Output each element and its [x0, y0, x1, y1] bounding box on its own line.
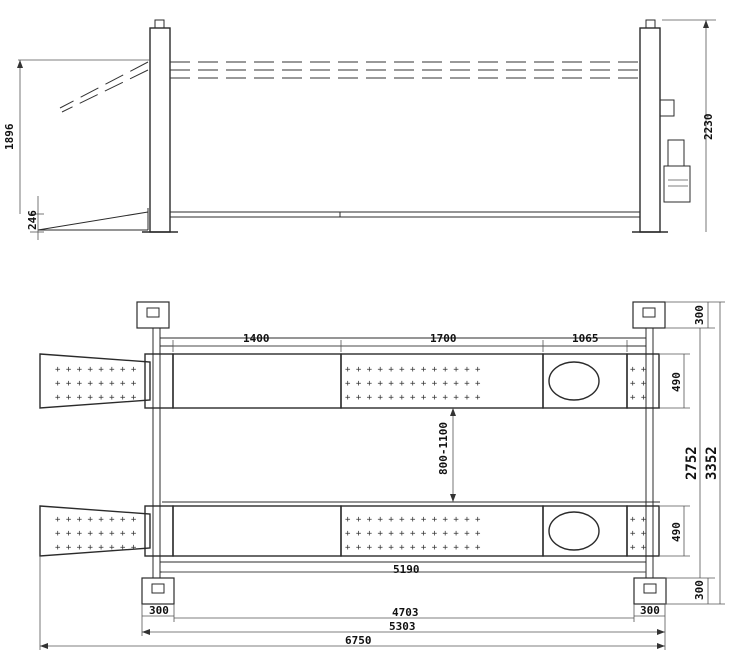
dim-runway-gap: 800-1100 — [437, 408, 456, 502]
dim-label-5303: 5303 — [389, 620, 416, 633]
left-post-cap — [154, 19, 165, 29]
right-post-cap — [645, 19, 656, 29]
dim-label-5190: 5190 — [393, 563, 420, 576]
dim-label-300-top: 300 — [693, 305, 706, 325]
svg-text:+ + + + + + + +: + + + + + + + + — [55, 529, 137, 539]
dim-lengths-bottom: 5190 300 300 4703 5303 6750 — [39, 556, 666, 650]
svg-text:+ +: + + — [630, 515, 647, 525]
dim-label-490-top: 490 — [670, 372, 683, 392]
dim-label-2230: 2230 — [702, 114, 715, 141]
dim-label-2752: 2752 — [684, 446, 700, 480]
svg-text:+ +: + + — [630, 379, 647, 389]
svg-text:+ + + + + + + +: + + + + + + + + — [55, 393, 137, 403]
dim-sections-top: 1400 1700 1065 — [172, 332, 628, 352]
anti-slip-pattern: + + + + + + + + + + + + + + + + + + + + … — [55, 365, 647, 553]
post-base-top-left — [136, 301, 170, 329]
dim-label-246: 246 — [26, 210, 39, 230]
svg-text:+ + + + + + + + + +: + + + + + + + + + + + + + — [345, 543, 481, 553]
lowered-runway — [37, 208, 640, 231]
right-post — [639, 27, 661, 233]
post-base-bottom-right — [633, 577, 667, 605]
dim-total-height: 2230 — [662, 19, 716, 232]
dim-label-300-right: 300 — [640, 604, 660, 617]
svg-text:+ + + + + + + +: + + + + + + + + — [55, 543, 137, 553]
svg-text:+ +: + + — [630, 543, 647, 553]
dim-label-800-1100: 800-1100 — [437, 422, 450, 475]
dim-runway-widths: 490 490 — [660, 353, 690, 557]
dim-overall-widths: 300 300 2752 3352 — [665, 301, 725, 605]
turnplate-lower — [548, 511, 600, 551]
svg-text:+ + + + + + + + + +: + + + + + + + + + + + + + — [345, 515, 481, 525]
dim-label-4703: 4703 — [392, 606, 419, 619]
svg-text:+ + + + + + + +: + + + + + + + + — [55, 365, 137, 375]
runway-upper-section-a — [172, 353, 342, 409]
svg-text:+ +: + + — [630, 529, 647, 539]
dim-label-1065: 1065 — [572, 332, 599, 345]
svg-text:+ +: + + — [630, 365, 647, 375]
ramp-upper — [39, 353, 151, 409]
svg-text:+ +: + + — [630, 393, 647, 403]
svg-text:+ + + + + + + + + +: + + + + + + + + + + + + + — [345, 365, 481, 375]
raised-runway-outline — [59, 61, 640, 113]
post-base-bottom-left — [141, 577, 175, 605]
dim-label-3352: 3352 — [704, 446, 720, 480]
runway-lower-section-a — [172, 505, 342, 557]
runway-lower — [39, 501, 660, 557]
dim-low-height: 246 — [26, 196, 44, 240]
left-post — [149, 27, 171, 233]
svg-text:+ + + + + + + + + +: + + + + + + + + + + + + + — [345, 379, 481, 389]
power-unit — [659, 99, 691, 203]
turnplate-upper — [548, 361, 600, 401]
ramp-lower — [39, 505, 151, 557]
svg-text:+ + + + + + + +: + + + + + + + + — [55, 379, 137, 389]
top-view: + + + + + + + + + + + + + + + + + + + + … — [39, 301, 725, 650]
dim-label-1400: 1400 — [243, 332, 270, 345]
runway-upper-turnplate — [542, 353, 628, 409]
dim-label-1700: 1700 — [430, 332, 457, 345]
side-view: 1896 246 2230 — [3, 19, 716, 240]
svg-text:+ + + + + + + + + +: + + + + + + + + + + + + + — [345, 529, 481, 539]
post-base-top-right — [632, 301, 666, 329]
dim-label-300-left: 300 — [149, 604, 169, 617]
svg-text:+ + + + + + + +: + + + + + + + + — [55, 515, 137, 525]
svg-text:+ + + + + + + + + +: + + + + + + + + + + + + + — [345, 393, 481, 403]
dim-label-490-bottom: 490 — [670, 522, 683, 542]
dim-lift-height: 1896 — [3, 59, 150, 214]
dim-label-1896: 1896 — [3, 123, 16, 150]
dim-label-6750: 6750 — [345, 634, 372, 647]
runway-upper — [39, 353, 660, 409]
dim-label-300-bottom: 300 — [693, 580, 706, 600]
